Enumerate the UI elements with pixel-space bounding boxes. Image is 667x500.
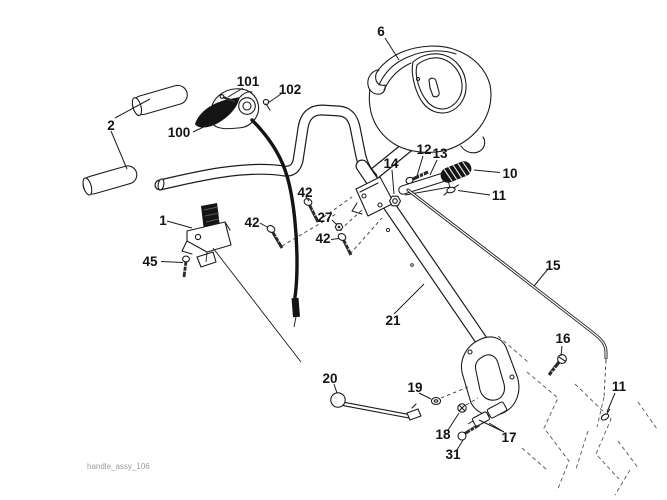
callout-16: 16 — [555, 331, 571, 346]
callout-12: 12 — [416, 142, 431, 157]
callout-20: 20 — [322, 371, 337, 386]
bracket-rod — [212, 247, 302, 363]
ghost-frame-outline — [497, 335, 658, 496]
callout-leaders — [110, 37, 616, 451]
callout-42-lower: 42 — [315, 231, 330, 246]
console-cover — [367, 45, 492, 154]
throttle-lever-pin-101 — [219, 94, 236, 104]
callout-11-upper: 11 — [492, 188, 507, 203]
screw-42-lower — [337, 233, 353, 256]
callout-6: 6 — [377, 24, 385, 39]
handle-grip-lower — [82, 165, 138, 196]
callout-27: 27 — [317, 210, 332, 225]
callout-21: 21 — [385, 313, 401, 328]
flange-nut-18 — [457, 397, 479, 413]
screw-42-upper — [303, 198, 320, 223]
callout-19: 19 — [407, 380, 422, 395]
carriage-bolt-45 — [182, 255, 190, 278]
callout-15: 15 — [545, 258, 561, 273]
handle-grip-upper — [131, 84, 188, 117]
hex-bolt-12 — [405, 170, 429, 185]
callout-1: 1 — [159, 213, 167, 228]
callout-17: 17 — [501, 430, 516, 445]
lower-handle-bracket — [461, 336, 520, 416]
depth-stake-rod-15 — [406, 188, 608, 399]
washer-19 — [430, 386, 469, 406]
throttle-cable — [250, 118, 300, 328]
callout-2: 2 — [107, 118, 115, 133]
console-window — [411, 53, 467, 114]
screw-42-left — [266, 225, 284, 249]
callout-10: 10 — [502, 166, 517, 181]
throttle-screw-102 — [262, 98, 271, 111]
diagram-caption: handle_assy_106 — [87, 462, 150, 471]
callout-13: 13 — [432, 146, 448, 161]
pad-tail — [467, 420, 474, 425]
spacer-pad-17b — [486, 401, 508, 419]
cable-spring — [291, 297, 300, 318]
spacer-pad-17a — [471, 411, 491, 427]
callout-31: 31 — [445, 447, 461, 462]
throttle-control-100 — [195, 88, 271, 130]
callout-100: 100 — [168, 125, 191, 140]
handle-bracket-1 — [181, 203, 302, 363]
callout-11-lower: 11 — [612, 379, 627, 394]
lever-grip-10 — [440, 161, 472, 183]
callout-42-left: 42 — [244, 215, 259, 230]
callout-42-upper: 42 — [297, 185, 312, 200]
handlebar-tube — [154, 104, 378, 191]
console-notch — [367, 69, 386, 95]
retainer-clip-upper — [443, 184, 459, 196]
callout-102: 102 — [279, 82, 302, 97]
callout-18: 18 — [435, 427, 451, 442]
callout-14: 14 — [383, 156, 399, 171]
mount-plate — [351, 176, 395, 217]
assembly-construction-lines — [281, 196, 383, 255]
callout-45: 45 — [142, 254, 158, 269]
hex-bolt-16 — [547, 354, 567, 376]
retainer-clip-lower — [600, 408, 611, 421]
flange-nut-14 — [388, 195, 402, 207]
shift-lever-20 — [330, 392, 422, 421]
bolt-31 — [457, 423, 480, 441]
callout-101: 101 — [237, 74, 260, 89]
callout-labels: 6 101 102 2 100 14 12 13 10 11 42 27 42 … — [107, 24, 626, 462]
